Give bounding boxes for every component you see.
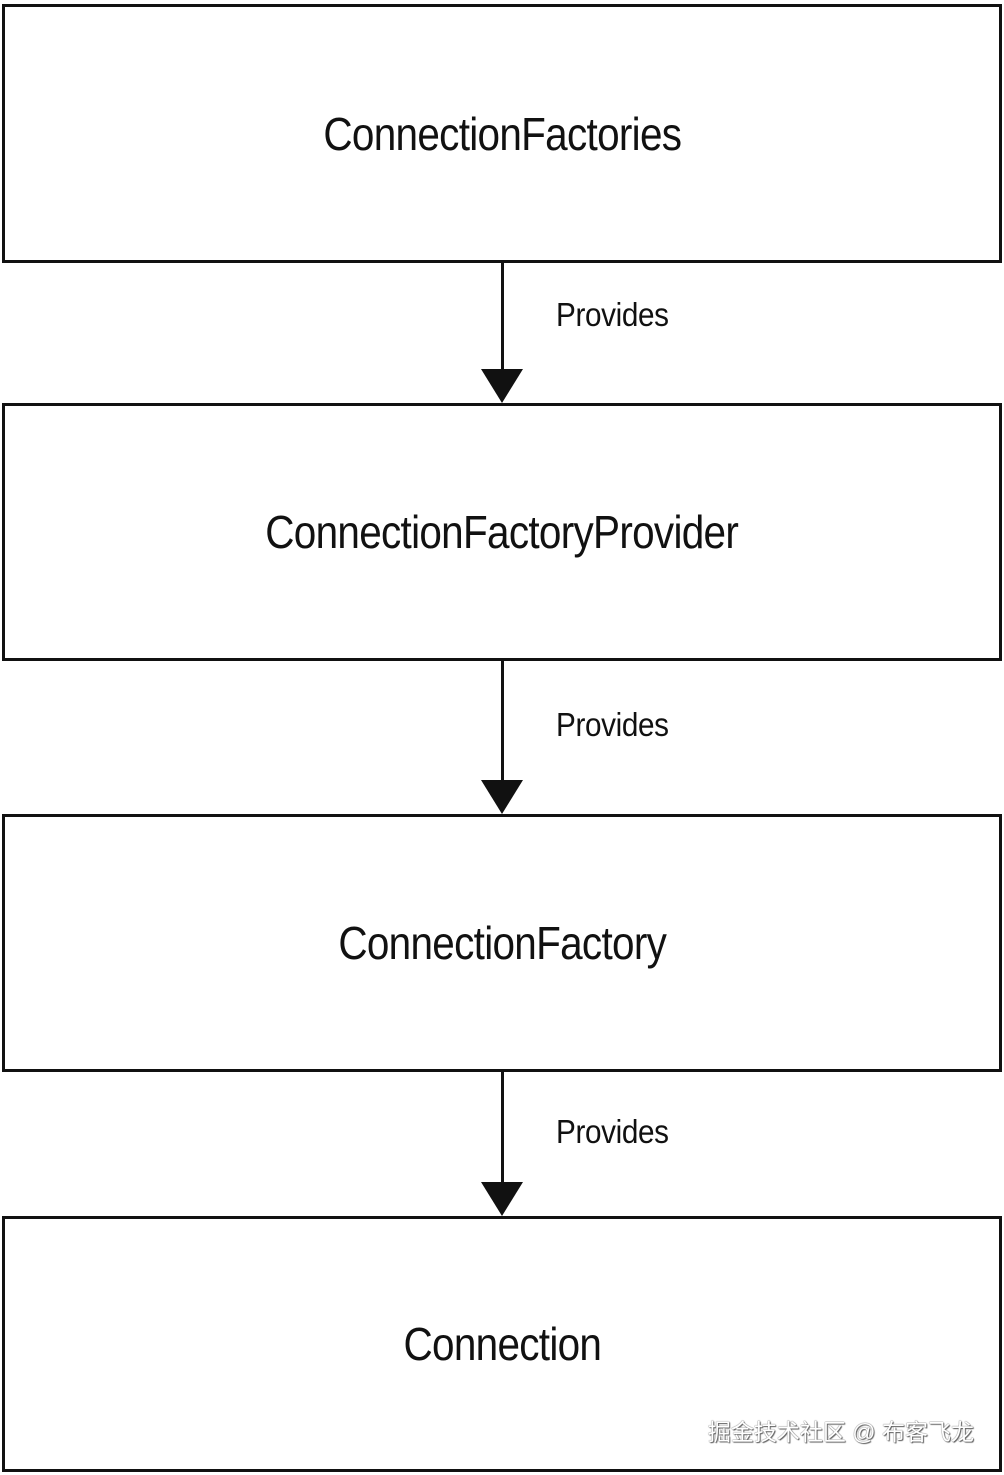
node-connection-factory: ConnectionFactory [2,814,1002,1072]
node-connection: Connection [2,1216,1002,1472]
arrow-line [501,263,504,373]
edge-label: Provides [556,706,669,743]
edge-arrow [479,263,527,403]
edge-label: Provides [556,1113,669,1150]
edge-arrow [479,661,527,814]
node-connection-factories: ConnectionFactories [2,4,1002,263]
arrow-down-icon [481,780,523,814]
arrow-line [501,1072,504,1186]
edge-arrow [479,1072,527,1216]
arrow-down-icon [481,1182,523,1216]
node-label: Connection [403,1318,601,1370]
watermark: 掘金技术社区 @ 布客飞龙 [707,1419,974,1445]
node-label: ConnectionFactoryProvider [265,506,740,558]
arrow-line [501,661,504,784]
node-label: ConnectionFactory [338,917,666,969]
node-connection-factory-provider: ConnectionFactoryProvider [2,403,1002,661]
arrow-down-icon [481,369,523,403]
node-label: ConnectionFactories [323,107,682,160]
edge-label: Provides [556,296,669,333]
